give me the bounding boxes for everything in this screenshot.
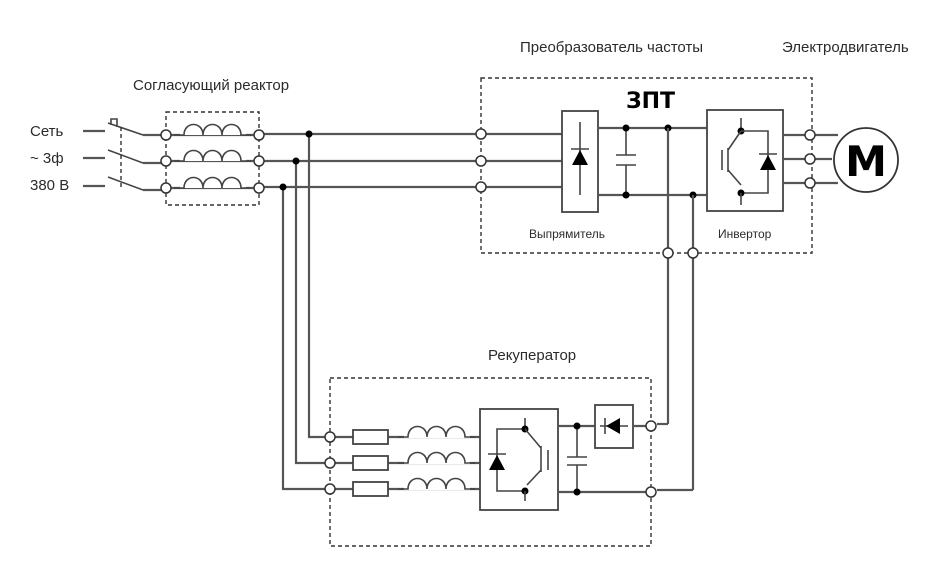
terminal-icon bbox=[475, 181, 487, 193]
grid-label-line2: ~ 3ф bbox=[30, 150, 64, 167]
recuperator-fuses bbox=[352, 429, 389, 497]
inverter-block bbox=[706, 109, 784, 212]
inverter-output-lines bbox=[783, 129, 838, 189]
three-phase-breaker bbox=[107, 118, 163, 192]
inductor-coil-icon bbox=[398, 477, 475, 490]
motor: M bbox=[833, 127, 899, 193]
rectifier-diode-icon bbox=[572, 150, 588, 165]
rectifier-label: Выпрямитель bbox=[529, 227, 605, 241]
fuse-icon bbox=[352, 481, 389, 497]
grid-input bbox=[83, 129, 105, 188]
recuperator-title: Рекуператор bbox=[488, 347, 576, 364]
inverter-label: Инвертор bbox=[718, 227, 772, 241]
terminal-icon bbox=[324, 457, 336, 469]
inductor-coil-icon bbox=[398, 451, 475, 464]
terminal-icon bbox=[253, 129, 265, 141]
inductor-coil-icon bbox=[174, 176, 251, 189]
inductor-coil-icon bbox=[398, 425, 475, 438]
terminal-icon bbox=[324, 431, 336, 443]
motor-symbol: M bbox=[845, 137, 887, 186]
fuse-icon bbox=[352, 429, 389, 445]
terminal-icon bbox=[160, 129, 172, 141]
inductor-coil-icon bbox=[174, 123, 251, 136]
inductor-coil-icon bbox=[174, 149, 251, 162]
blocking-diode-icon bbox=[606, 418, 620, 434]
recuperator-coils bbox=[398, 421, 475, 490]
matching-reactor-coils bbox=[168, 119, 258, 190]
terminal-icon bbox=[475, 128, 487, 140]
terminal-icon bbox=[253, 182, 265, 194]
dc-link-label: ЗПТ bbox=[626, 89, 675, 114]
fuse-icon bbox=[352, 455, 389, 471]
grid-label-line1: Сеть bbox=[30, 123, 64, 140]
dc-link bbox=[598, 124, 707, 492]
terminal-icon bbox=[253, 155, 265, 167]
electric-motor-title: Электродвигатель bbox=[782, 39, 909, 56]
grid-label-line3: 380 В bbox=[30, 177, 69, 194]
recuperator-feed-lines bbox=[279, 130, 326, 491]
terminal-icon bbox=[160, 182, 172, 194]
inverter-diode-icon bbox=[760, 155, 776, 170]
terminal-icon bbox=[160, 155, 172, 167]
terminals bbox=[160, 128, 487, 495]
terminal-icon bbox=[324, 483, 336, 495]
matching-reactor-title: Согласующий реактор bbox=[133, 77, 289, 94]
rectifier-block bbox=[561, 110, 599, 213]
recuperator-dc-side bbox=[558, 404, 657, 498]
recuperator-diode-icon bbox=[489, 455, 505, 470]
recuperator-bridge-block bbox=[479, 408, 559, 511]
terminal-icon bbox=[475, 155, 487, 167]
converter-input-lines bbox=[485, 132, 562, 189]
frequency-converter-title: Преобразователь частоты bbox=[520, 39, 703, 56]
motor-circle-icon bbox=[833, 127, 899, 193]
